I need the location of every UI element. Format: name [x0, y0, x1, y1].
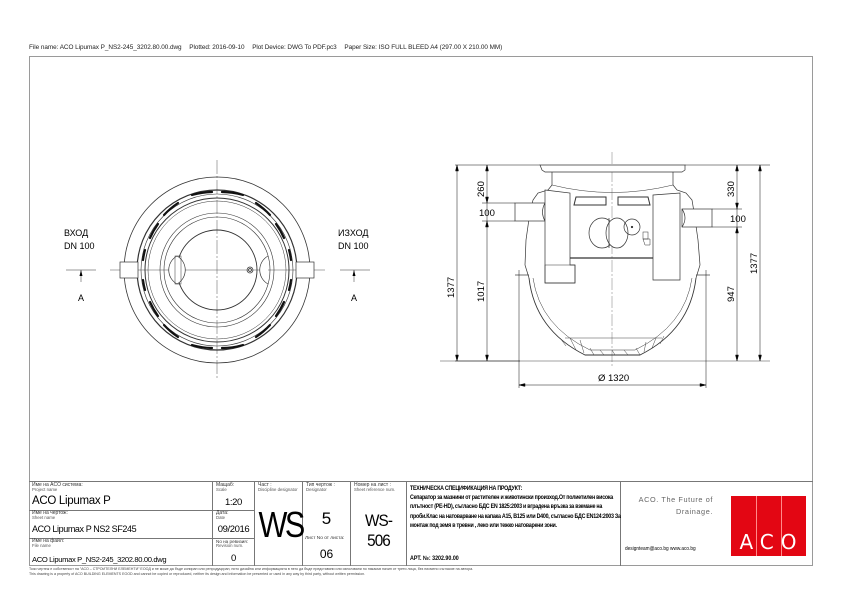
- date-value: 09/2016: [217, 524, 250, 535]
- inlet-size: DN 100: [64, 241, 95, 251]
- dim-inlet-height: 1017: [476, 281, 487, 302]
- scale-column: Мащаб: Scale 1:20 Дата: Date 09/2016 No …: [213, 482, 255, 566]
- dimension-labels: 1377 260 100 1017 330 100 947 1377 Ø 132…: [446, 181, 760, 384]
- tagline-line-2: Drainage.: [675, 507, 713, 516]
- top-view-annotations: ВХОД DN 100 ИЗХОД DN 100 A A: [64, 228, 370, 303]
- discipline-column: Част : Discipline designator WS: [255, 482, 306, 566]
- sheet-label-bg: Име на чертож:: [32, 510, 68, 516]
- spec-text: ТЕХНИЧЕСКА СПЕЦИФИКАЦИЯ НА ПРОДУКТ: Сепа…: [410, 484, 628, 530]
- revision-label-en: Revision num.: [216, 543, 244, 548]
- file-name: ACO Lipumax P_NS2-245_3202.80.00.dwg: [32, 555, 167, 564]
- spec-body: Сепаратор за мазнини от растителен и жив…: [410, 494, 621, 529]
- spec-title: ТЕХНИЧЕСКА СПЕЦИФИКАЦИЯ НА ПРОДУКТ:: [410, 485, 523, 492]
- designator-label-en: Designator: [306, 487, 327, 492]
- brand-column: ACO. The Future of Drainage. designteam@…: [621, 482, 813, 566]
- brand-contact: designteam@aco.bg www.aco.bg: [625, 546, 696, 552]
- plot-device: Plot Device: DWG To PDF.pc3: [252, 44, 337, 51]
- dim-inlet-pipe: 100: [479, 208, 495, 219]
- legal-line-bg: Този чертеж е собственост на "АСО – СТРО…: [29, 567, 474, 571]
- dim-top-to-outlet: 330: [726, 181, 737, 197]
- dim-top-to-inlet: 260: [476, 181, 487, 197]
- section-view: [440, 152, 770, 368]
- section-mark-left: A: [78, 293, 84, 303]
- spec-article: АРТ. №: 3202.90.00: [410, 555, 459, 562]
- drawing-frame: [29, 56, 813, 566]
- sheet-ref-label-bg: Номер на лист :: [354, 482, 391, 488]
- file-label-bg: Име на файл:: [32, 538, 65, 544]
- project-label-bg: Име на ACO система:: [32, 482, 83, 488]
- sheet-ref-label-en: Sheet reference num.: [354, 487, 396, 492]
- designator-column: Тип чертож : Designator 5 Лист No от лис…: [303, 482, 351, 566]
- section-mark-right: A: [351, 293, 357, 303]
- revision-value: 0: [231, 553, 236, 564]
- names-column: Име на ACO система: Project name ACO Lip…: [29, 482, 213, 566]
- project-label-en: Project name: [32, 487, 58, 492]
- revision-label-bg: No на ревизия:: [216, 539, 249, 544]
- dim-total-height-right: 1377: [749, 253, 760, 274]
- discipline-label-bg: Част :: [258, 482, 272, 488]
- file-label-en: File name: [32, 543, 51, 548]
- aco-logo: ACO: [731, 496, 806, 556]
- outlet-size: DN 100: [338, 241, 369, 251]
- title-block: Име на ACO система: Project name ACO Lip…: [29, 481, 813, 566]
- dim-diameter: Ø 1320: [598, 373, 629, 384]
- scale-label-bg: Мащаб:: [216, 482, 235, 488]
- date-label-en: Date: [216, 515, 226, 520]
- designator-label-bg: Тип чертож :: [306, 482, 335, 488]
- dim-total-height-left: 1377: [446, 277, 457, 298]
- section-dimensions: [455, 164, 770, 388]
- designator-value: 5: [321, 509, 332, 528]
- legal-line-en: This drawing is a property of ACO BUILDI…: [29, 571, 366, 576]
- plot-header: File name: ACO Lipumax P_NS2-245_3202.80…: [29, 44, 508, 51]
- sheet-no-label: Лист No от листа:: [305, 536, 345, 541]
- date-label-bg: Дата:: [216, 510, 229, 516]
- dim-outlet-pipe: 100: [730, 214, 746, 225]
- scale-value: 1:20: [225, 497, 242, 508]
- sheet-ref-column: Номер на лист : Sheet reference num. WS-…: [351, 482, 407, 566]
- discipline-label-en: Discipline designator: [258, 487, 298, 492]
- sheet-label-en: Sheet name: [32, 515, 56, 520]
- sheet-no-value: 06: [319, 547, 334, 561]
- sheet-ref-value: WS-506: [364, 511, 393, 550]
- scale-label-en: Scale: [216, 487, 227, 492]
- tagline-line-1: ACO. The Future of: [638, 495, 713, 504]
- brand-tagline: ACO. The Future of Drainage.: [625, 494, 713, 518]
- inlet-label: ВХОД: [64, 228, 88, 238]
- spec-column: ТЕХНИЧЕСКА СПЕЦИФИКАЦИЯ НА ПРОДУКТ: Сепа…: [407, 482, 621, 566]
- project-name: ACO Lipumax P: [32, 495, 111, 507]
- sheet-name: ACO Lipumax P NS2 SF245: [32, 524, 137, 534]
- top-view: [110, 160, 325, 378]
- plot-paper-size: Paper Size: ISO FULL BLEED A4 (297.00 X …: [344, 44, 503, 51]
- plot-file-name: File name: ACO Lipumax P_NS2-245_3202.80…: [29, 44, 182, 51]
- outlet-label: ИЗХОД: [338, 228, 369, 238]
- plot-date: Plotted: 2016-09-10: [189, 44, 245, 51]
- dim-outlet-height: 947: [726, 286, 737, 302]
- legal-notice: Този чертеж е собственост на "АСО – СТРО…: [29, 567, 473, 577]
- discipline-value: WS: [258, 504, 306, 545]
- logo-text: ACO: [739, 530, 804, 554]
